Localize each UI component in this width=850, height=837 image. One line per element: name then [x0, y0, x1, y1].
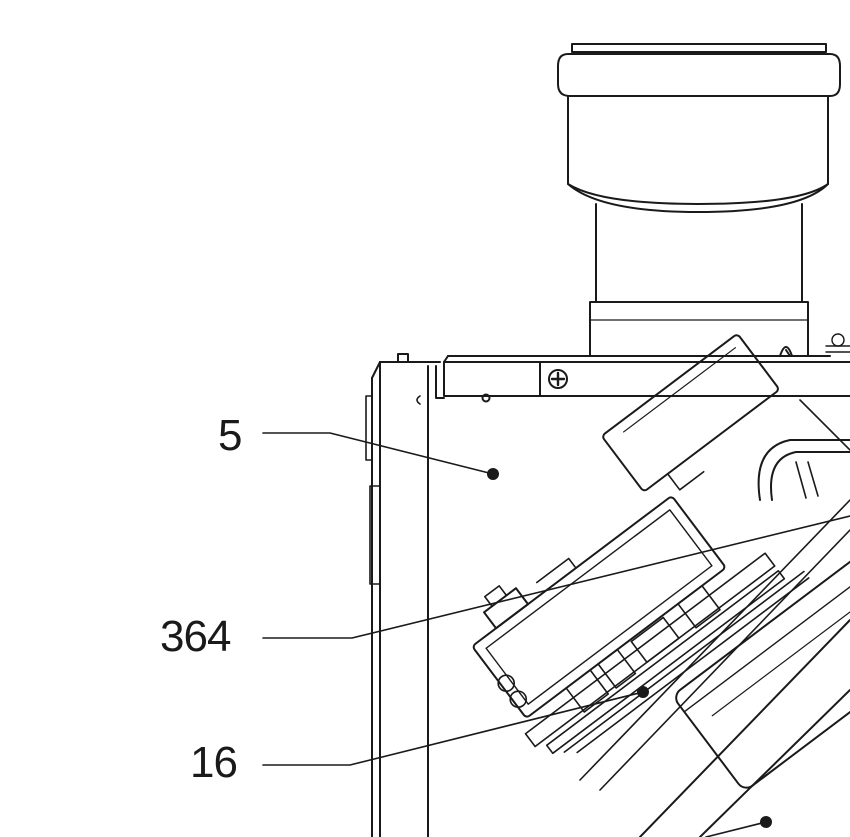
top-plate — [443, 333, 850, 403]
leader-lines — [262, 432, 850, 837]
inner-assembly — [472, 334, 850, 789]
lower-right-panels — [579, 499, 850, 837]
top-fitting — [557, 43, 841, 357]
dot-bottom — [760, 816, 772, 828]
leader-5 — [262, 432, 494, 475]
leader-bottom — [705, 821, 767, 837]
dot-5 — [487, 468, 499, 480]
callout-label-16: 16 — [190, 738, 238, 787]
dot-16 — [637, 686, 649, 698]
callout-dots — [487, 468, 772, 828]
callout-label-5: 5 — [218, 411, 243, 460]
housing — [365, 353, 445, 837]
leader-16 — [262, 691, 644, 766]
callout-label-364: 364 — [160, 612, 231, 661]
tube-loop — [757, 399, 850, 501]
leader-364 — [262, 515, 850, 639]
